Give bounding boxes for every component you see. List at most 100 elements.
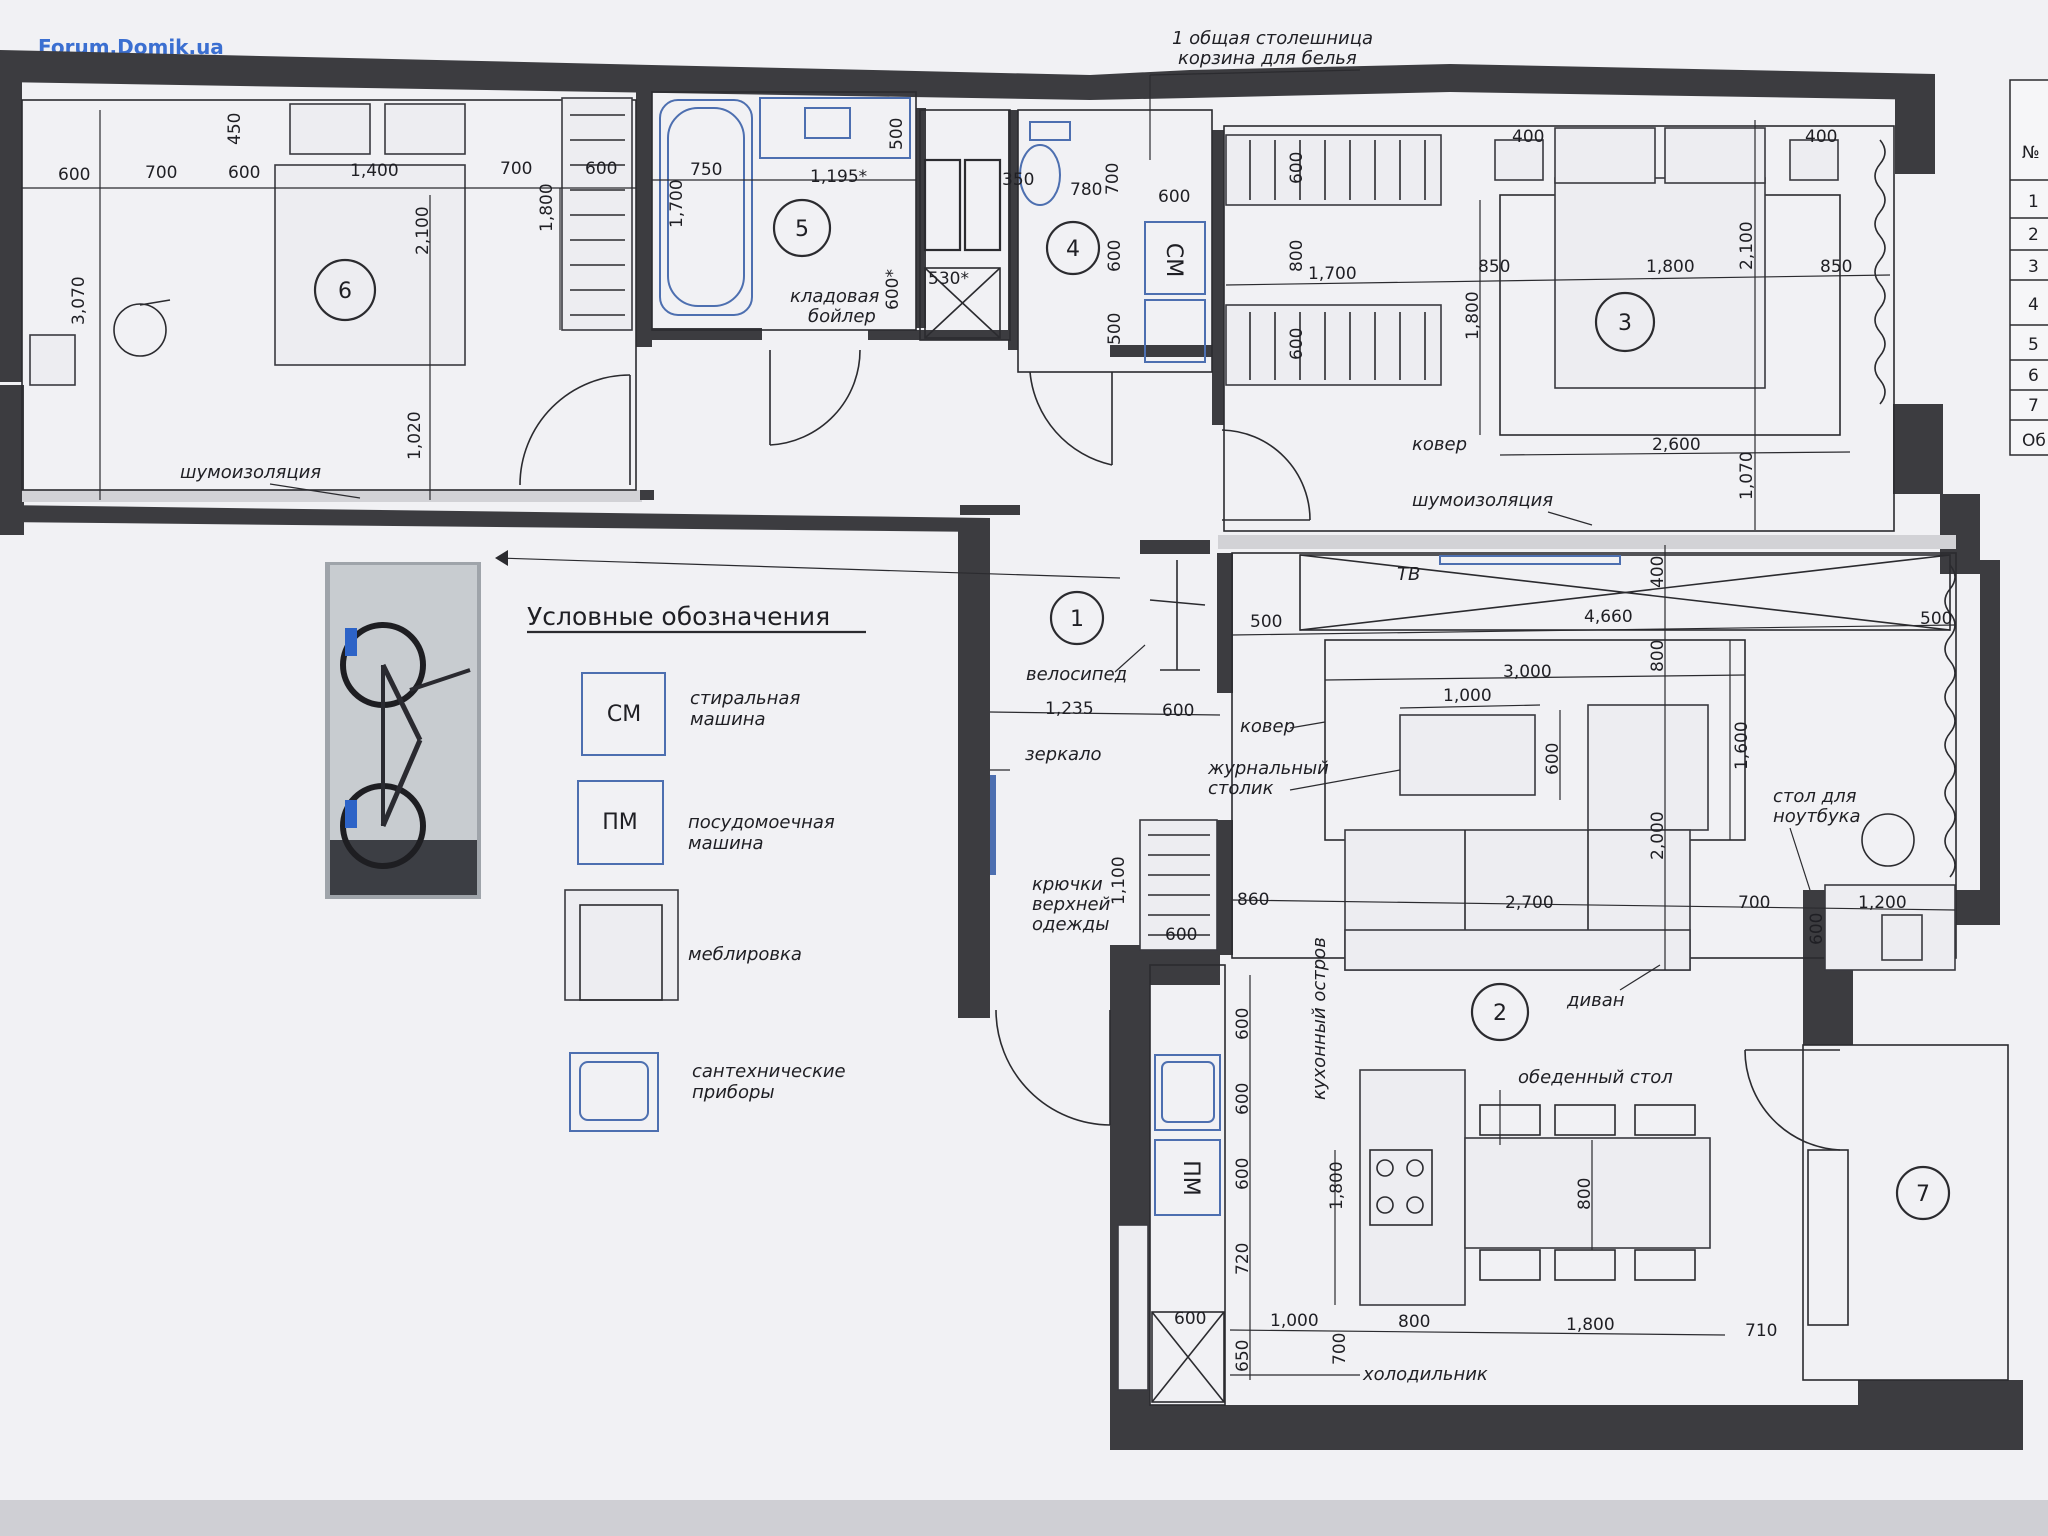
dim-600-wc-b: 600 [1105, 240, 1125, 272]
room-4: СМ 4 350 780 700 600 600 500 [1002, 109, 1213, 466]
nightstand-right [384, 103, 466, 155]
nightstand-3a [1494, 139, 1544, 181]
dim-1195: 1,195* [810, 167, 867, 187]
dim-600: 600 [585, 159, 617, 179]
legend-plumbing-icon [569, 1052, 659, 1132]
room-6-number: 6 [338, 279, 352, 304]
dim-800: 800 [1575, 1178, 1595, 1210]
dim-1020: 1,020 [405, 411, 425, 460]
bed-room-3 [1554, 177, 1766, 389]
note-countertop: 1 общая столешница [1172, 28, 1373, 49]
room-1-marker [1049, 590, 1105, 646]
label-bike: велосипед [1026, 664, 1127, 685]
dark-table-edge [0, 1500, 2048, 1536]
label-carpet: ковер [1240, 716, 1295, 737]
room-2: ТВ 2 400 500 4,660 500 800 3,000 1,000 6… [1207, 545, 1957, 1042]
dim-2000: 2,000 [1648, 811, 1668, 860]
label-sofa: диван [1566, 990, 1625, 1011]
label-coffee-table-2: столик [1208, 778, 1274, 799]
table-row: Об [2022, 431, 2046, 451]
dim-800: 800 [1287, 240, 1307, 272]
dim-600: 600 [58, 165, 90, 185]
dim-1000: 1,000 [1270, 1311, 1319, 1331]
dim-710: 710 [1745, 1321, 1777, 1341]
legend-plumbing-label: сантехнические [692, 1061, 846, 1082]
washer-box [1144, 221, 1206, 295]
dim-1100: 1,100 [1109, 856, 1129, 905]
window-curtain-3 [1874, 139, 1886, 405]
dining-table [1464, 1137, 1711, 1249]
wardrobe-room-3-bottom [1225, 304, 1442, 386]
dim-600: 600 [1174, 1309, 1206, 1329]
dim-800: 800 [1398, 1312, 1430, 1332]
dim-1400: 1,400 [350, 161, 399, 181]
door-room-6 [519, 374, 631, 486]
legend-plumbing-label-2: приборы [692, 1082, 775, 1103]
dim-500: 500 [1920, 609, 1952, 629]
room-4-number: 4 [1066, 237, 1080, 262]
door-room-5 [769, 349, 861, 446]
dim-700: 700 [145, 163, 177, 183]
dim-700: 700 [1330, 1333, 1350, 1365]
window-curtain-2 [1944, 564, 1956, 878]
wardrobe-hatch-3 [1249, 140, 1426, 380]
label-carpet: ковер [1412, 434, 1467, 455]
bed-room-6 [274, 164, 466, 366]
dim-1700: 1,700 [667, 179, 687, 228]
door-room-7 [1744, 1049, 1841, 1151]
dim-600: 600 [1543, 743, 1563, 775]
table-row: 1 [2028, 192, 2039, 212]
label-kitchen-island: кухонный остров [1309, 937, 1330, 1100]
legend-dishwasher-label-2: машина [688, 833, 764, 854]
dim-860: 860 [1237, 890, 1269, 910]
door-entrance [995, 1009, 1111, 1126]
dim-750: 750 [690, 160, 722, 180]
dim-500: 500 [887, 118, 907, 150]
interior-walls [22, 92, 1956, 965]
room-table-partial: № 1 2 3 4 5 6 7 Об [2009, 79, 2048, 456]
window-room-7 [1807, 1149, 1849, 1326]
hall-wardrobe [1139, 819, 1218, 951]
dim-600-hall-b: 600 [1165, 925, 1197, 945]
bathtub [659, 99, 753, 316]
hall-wardrobe-hatch [1148, 834, 1210, 936]
legend-washer-code: СМ [607, 702, 641, 727]
toilet [1019, 144, 1061, 206]
room-1-number: 1 [1070, 607, 1084, 632]
label-soundproof: шумоизоляция [1412, 490, 1553, 511]
dim-3000: 3,000 [1503, 662, 1552, 682]
storage-boiler: 530* 600* кладовая бойлер [790, 109, 1011, 341]
dim-350: 350 [1002, 170, 1034, 190]
nightstand-3b [1789, 139, 1839, 181]
dim-2700: 2,700 [1505, 893, 1554, 913]
note-laundry-basket: корзина для белья [1178, 48, 1357, 69]
nightstand-left [289, 103, 371, 155]
dim-600: 600 [1233, 1158, 1253, 1190]
dim-1800: 1,800 [1327, 1161, 1347, 1210]
dim-2600: 2,600 [1652, 435, 1701, 455]
kitchen-island [1359, 1069, 1466, 1306]
dim-600: 600 [1233, 1083, 1253, 1115]
bike-photo [325, 562, 481, 899]
dim-400: 400 [1805, 127, 1837, 147]
oven-column [1117, 1224, 1149, 1391]
dim-600: 600 [1287, 328, 1307, 360]
exterior-walls [0, 50, 2023, 1450]
room-7-number: 7 [1916, 1182, 1930, 1207]
legend-furniture-label: меблировка [688, 944, 802, 965]
dim-700-wc: 700 [1103, 163, 1123, 195]
dishwasher-code: ПМ [1178, 1160, 1203, 1196]
room-2-number: 2 [1493, 1001, 1507, 1026]
wardrobe-room-6 [561, 97, 633, 331]
label-hooks-3: одежды [1032, 914, 1109, 935]
dim-1700: 1,700 [1308, 264, 1357, 284]
dim-400: 400 [1648, 556, 1668, 588]
dim-600-hall: 600 [1162, 701, 1194, 721]
washer-code: СМ [1161, 243, 1186, 277]
dim-1800: 1,800 [1463, 291, 1483, 340]
dim-600: 600 [1233, 1008, 1253, 1040]
dim-720: 720 [1233, 1243, 1253, 1275]
dim-2100: 2,100 [1737, 221, 1757, 270]
desk-living [1824, 813, 1956, 971]
room-5-number: 5 [795, 217, 809, 242]
